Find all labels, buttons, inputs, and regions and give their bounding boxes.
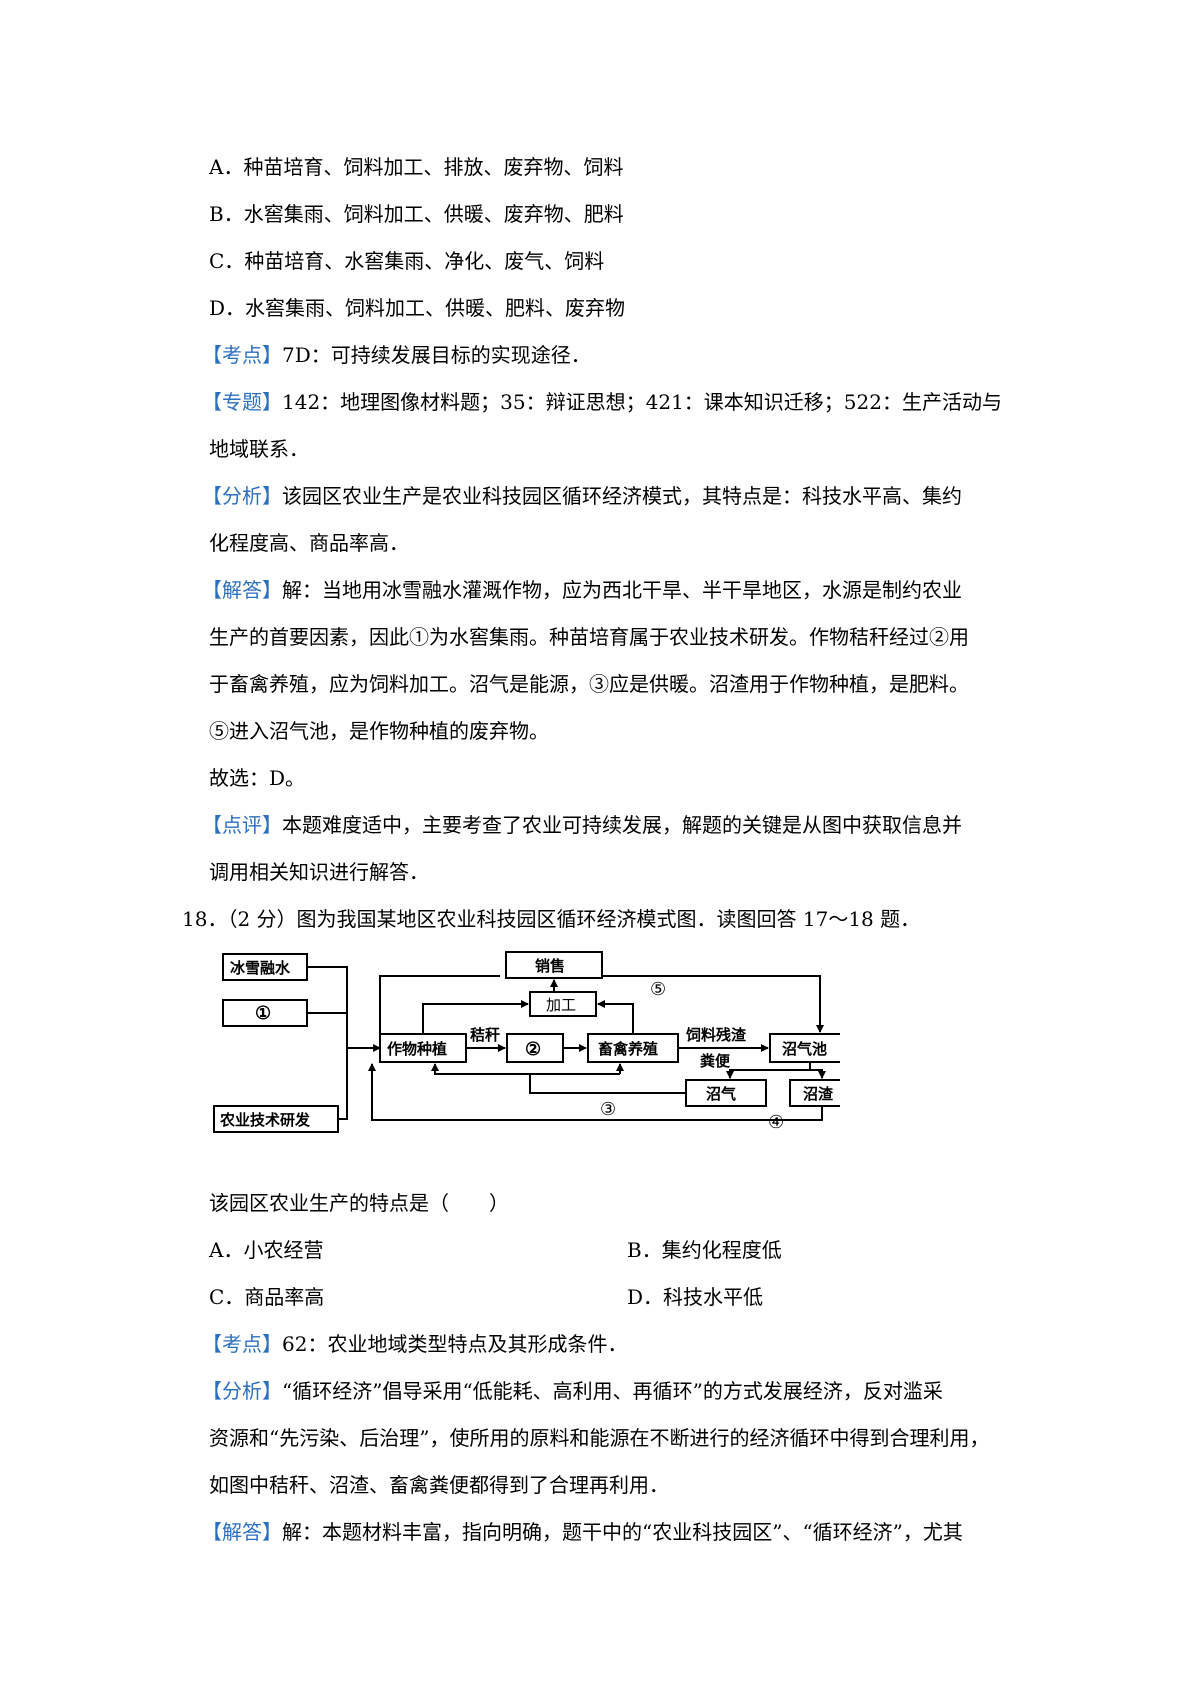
q17-option-d: D．水窖集雨、饲料加工、供暖、肥料、废弃物 [209, 296, 626, 320]
q17-answer: 故选：D。 [209, 766, 306, 790]
label-box1: ① [255, 1003, 271, 1024]
q18-option-c: C．商品率高 [209, 1285, 325, 1309]
q17-zhuanti-cont: 地域联系． [209, 437, 309, 461]
label-siliao: 饲料残渣 [685, 1026, 747, 1044]
q18-option-a: A．小农经营 [209, 1238, 324, 1262]
label-fenbian: 粪便 [700, 1052, 731, 1070]
q17-fenxi: 【分析】该园区农业生产是农业科技园区循环经济模式，其特点是：科技水平高、集约 [202, 484, 962, 508]
q18-header: 18．（2 分）图为我国某地区农业科技园区循环经济模式图．读图回答 17～18 … [182, 907, 921, 931]
label-jiagong: 加工 [546, 996, 576, 1014]
q17-option-b: B．水窖集雨、饲料加工、供暖、废弃物、肥料 [209, 202, 624, 226]
label-nongye-jishu: 农业技术研发 [219, 1111, 311, 1129]
q18-question: 该园区农业生产的特点是（ ） [209, 1191, 509, 1215]
q17-dianping-cont: 调用相关知识进行解答． [209, 860, 429, 884]
label-bingxue: 冰雪融水 [230, 959, 291, 977]
q18-option-d: D．科技水平低 [627, 1285, 764, 1309]
q17-jieda: 【解答】解：当地用冰雪融水灌溉作物，应为西北干旱、半干旱地区，水源是制约农业 [202, 578, 962, 602]
label-zhaoqichi: 沼气池 [782, 1040, 827, 1058]
label-zuowu: 作物种植 [387, 1040, 447, 1058]
q17-jieda-cont-1: 生产的首要因素，因此①为水窖集雨。种苗培育属于农业技术研发。作物秸秆经过②用 [209, 625, 969, 649]
label-box2: ② [525, 1039, 541, 1060]
q17-jieda-cont-3: ⑤进入沼气池，是作物种植的废弃物。 [209, 719, 549, 743]
box-xiaoshou [505, 951, 603, 979]
q18-fenxi-cont-2: 如图中秸秆、沼渣、畜禽粪便都得到了合理再利用． [209, 1473, 669, 1497]
label-jiegan: 秸秆 [470, 1026, 500, 1044]
q17-option-a: A．种苗培育、饲料加工、排放、废弃物、饲料 [209, 155, 624, 179]
label-circle3: ③ [600, 1099, 616, 1120]
label-xuqin: 畜禽养殖 [598, 1040, 658, 1058]
box-jiagong [529, 991, 597, 1017]
label-zhaozha: 沼渣 [803, 1085, 834, 1103]
q18-option-b: B．集约化程度低 [627, 1238, 782, 1262]
label-circle5: ⑤ [650, 979, 666, 1000]
q18-fenxi: 【分析】“循环经济”倡导采用“低能耗、高利用、再循环”的方式发展经济，反对滥采 [202, 1379, 943, 1403]
label-zhaoqi: 沼气 [706, 1085, 736, 1103]
q18-fenxi-cont-1: 资源和“先污染、后治理”，使所用的原料和能源在不断进行的经济循环中得到合理利用， [209, 1426, 990, 1450]
q17-kaodian: 【考点】7D：可持续发展目标的实现途径． [202, 343, 591, 367]
q17-jieda-cont-2: 于畜禽养殖，应为饲料加工。沼气是能源，③应是供暖。沼渣用于作物种植，是肥料。 [209, 672, 969, 696]
q17-option-c: C．种苗培育、水窖集雨、净化、废气、饲料 [209, 249, 605, 273]
cycle-economy-diagram: 冰雪融水 ① 农业技术研发 作物种植 秸秆 ② 畜禽养殖 加工 销售 ⑤ 饲料残… [200, 948, 857, 1162]
q17-dianping: 【点评】本题难度适中，主要考查了农业可持续发展，解题的关键是从图中获取信息并 [202, 813, 962, 837]
label-circle4: ④ [768, 1112, 784, 1133]
q18-jieda: 【解答】解：本题材料丰富，指向明确，题干中的“农业科技园区”、“循环经济”，尤其 [202, 1520, 963, 1544]
q17-fenxi-cont: 化程度高、商品率高． [209, 531, 409, 555]
q18-kaodian: 【考点】62：农业地域类型特点及其形成条件． [202, 1332, 628, 1356]
label-xiaoshou: 销售 [535, 957, 565, 975]
q17-zhuanti: 【专题】142：地理图像材料题；35：辩证思想；421：课本知识迁移；522：生… [202, 390, 1002, 414]
